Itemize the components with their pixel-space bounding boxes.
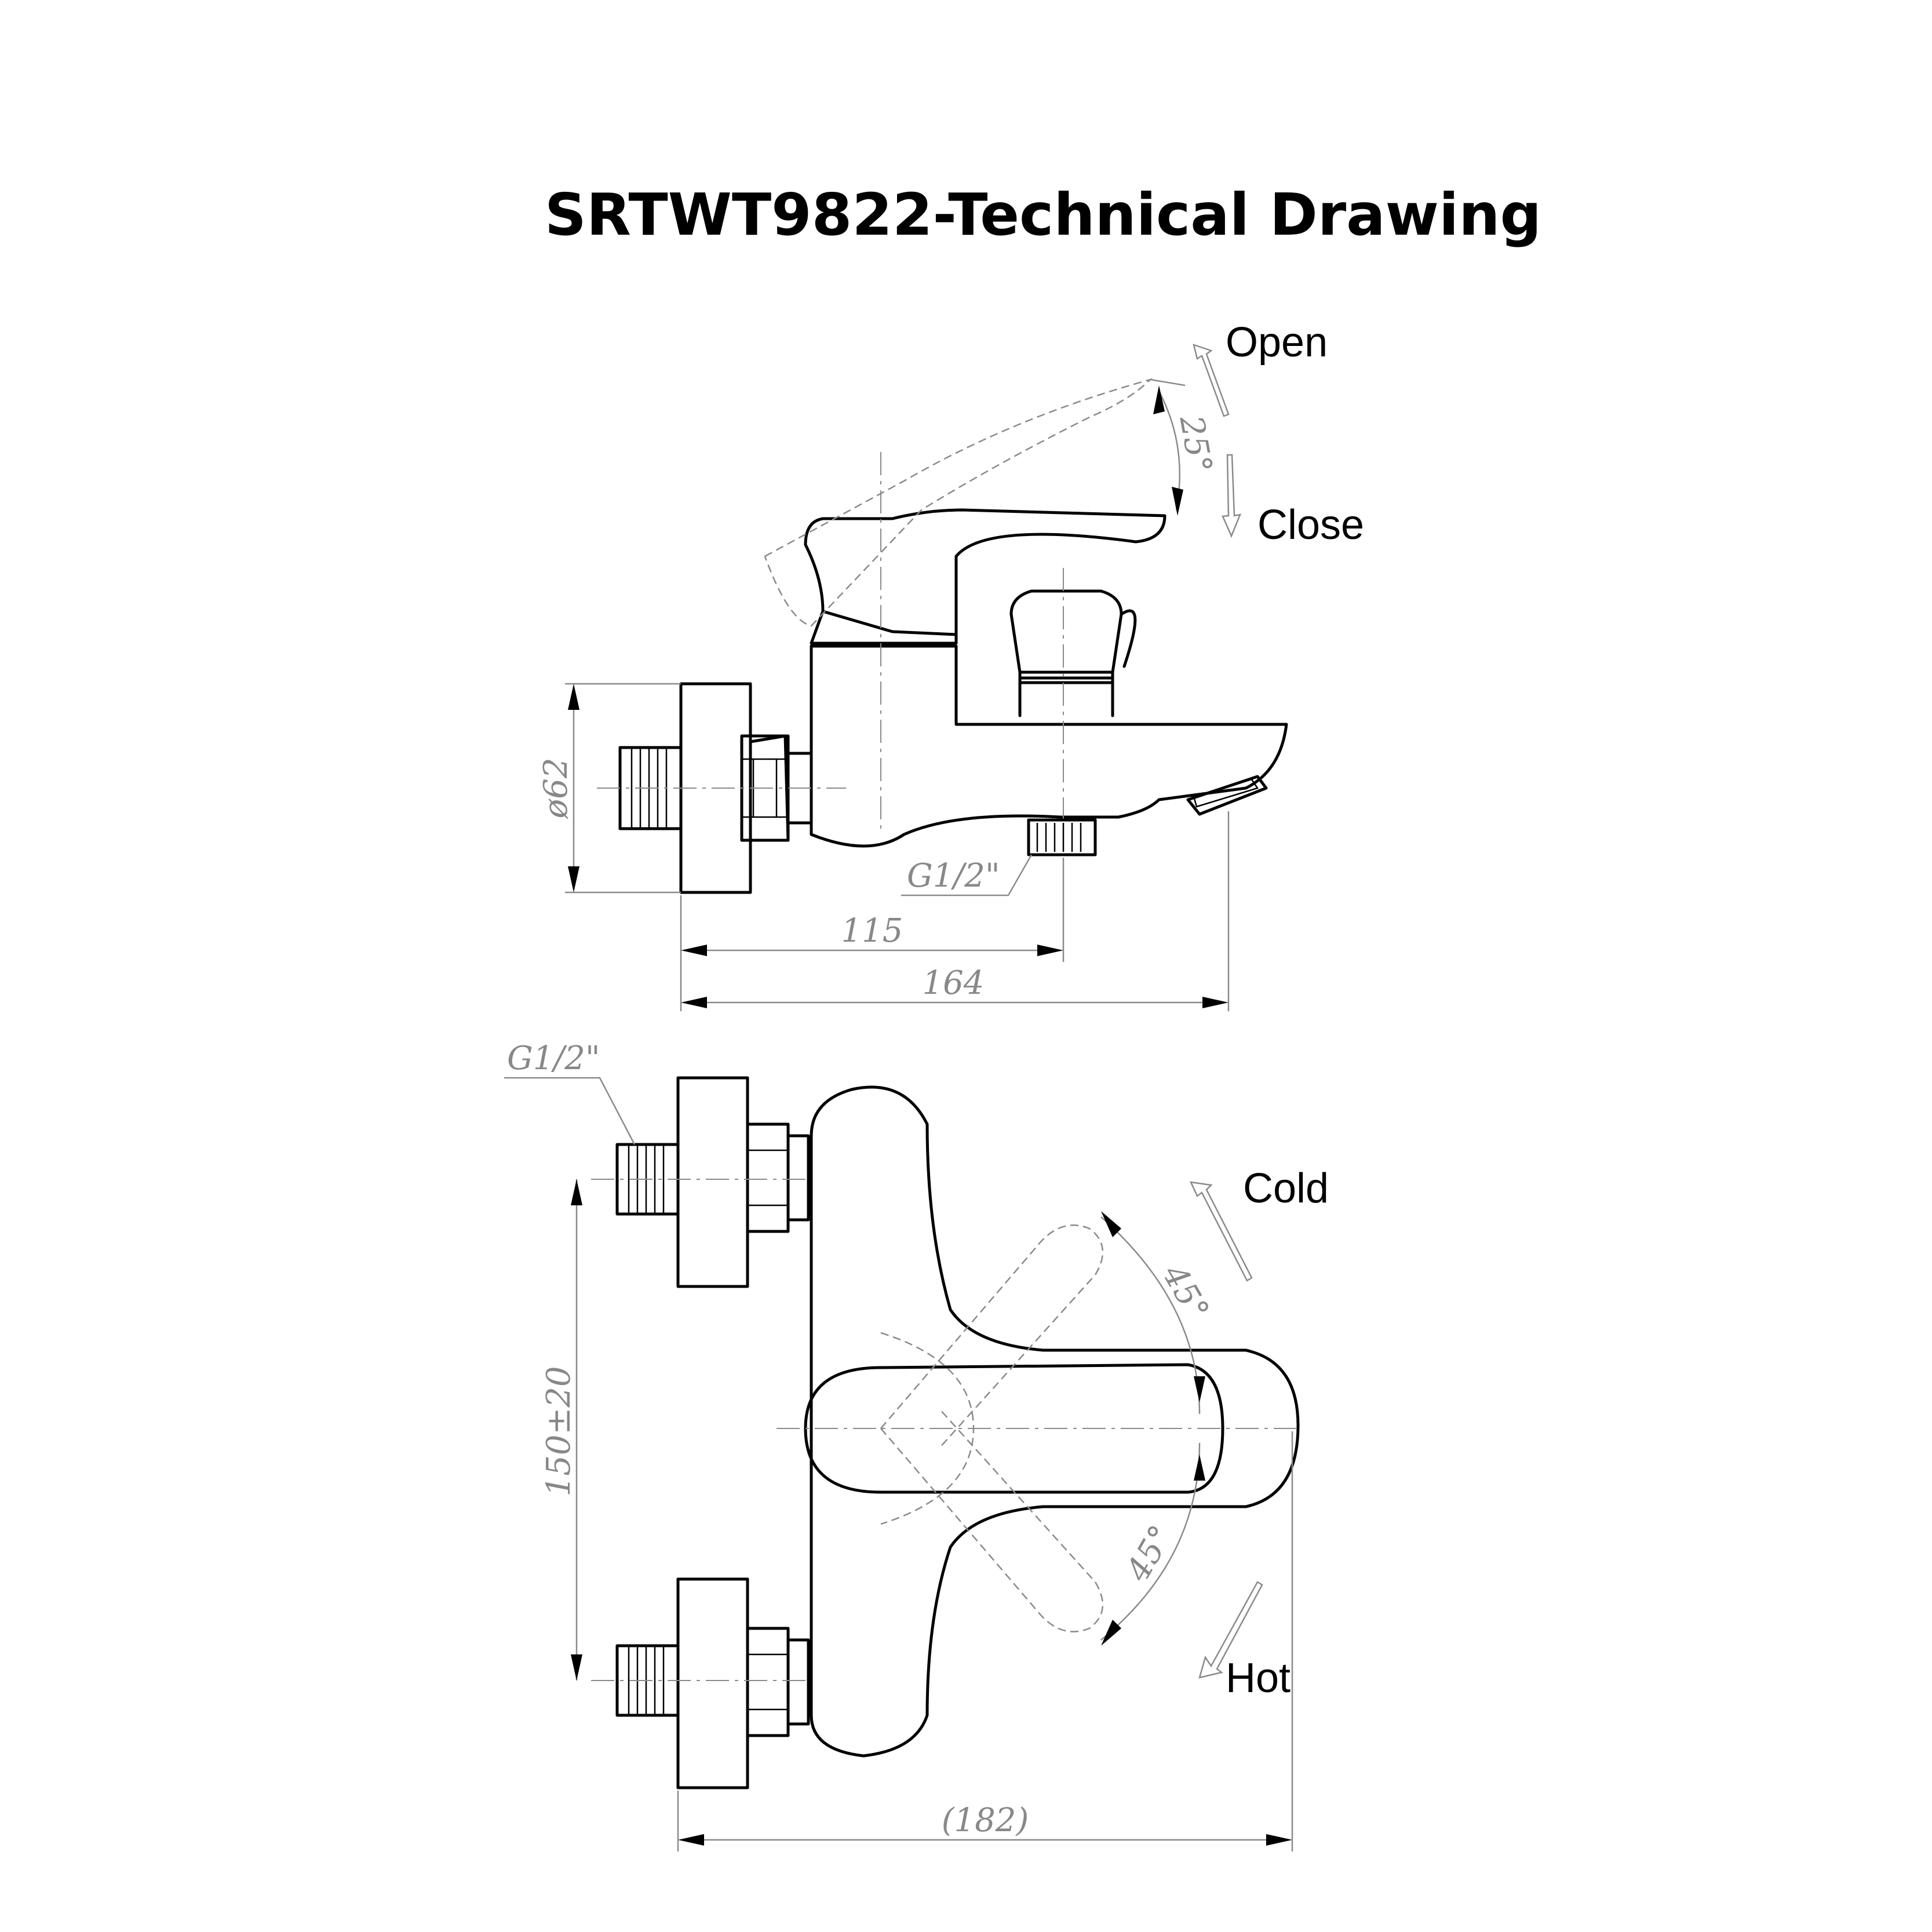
mixer-body — [810, 644, 1288, 848]
lever-under — [821, 610, 958, 636]
leader-thread-side — [901, 854, 1033, 896]
dim-length-115: 115 — [841, 912, 903, 950]
drawing-title: SRTWT9822-Technical Drawing — [545, 181, 1541, 249]
lever-handle-closed — [804, 508, 1167, 645]
dim-center-distance: 150±20 — [540, 1366, 578, 1496]
lever-handle-open — [764, 378, 1153, 627]
label-close: Close — [1257, 502, 1364, 548]
label-cold: Cold — [1243, 1165, 1329, 1212]
mixer-body-top — [810, 1085, 1300, 1758]
cold-arrow-icon — [1189, 1181, 1253, 1282]
diverter-stem — [1018, 676, 1114, 717]
dim-angle-cold: 45° — [1155, 1258, 1216, 1327]
dim-thread-top: G1/2" — [507, 1040, 600, 1077]
open-arrow-icon — [1193, 344, 1230, 417]
hot-arrow-icon — [1198, 1581, 1263, 1679]
dim-thread-side: G1/2" — [907, 857, 1000, 895]
wall-flange-lower — [676, 1577, 749, 1789]
shower-outlet-thread — [1027, 818, 1097, 856]
lever-top — [804, 1363, 1224, 1494]
label-hot: Hot — [1226, 1655, 1291, 1701]
dim-width-182: (182) — [942, 1802, 1029, 1839]
close-arrow-icon — [1222, 454, 1242, 538]
top-view: 150±20 G1/2" 45° 45° Cold Hot (182) — [504, 1040, 1329, 1851]
wall-flange-upper — [676, 1076, 749, 1288]
dim-diameter: ø62 — [537, 758, 575, 819]
hex-nut-upper — [746, 1122, 790, 1233]
hex-nut-lower — [746, 1627, 790, 1737]
dim-length-164: 164 — [923, 964, 985, 1002]
leader-thread-top — [504, 1077, 636, 1145]
lever-position-hot — [880, 1408, 1104, 1632]
side-view: ø62 G1/2" 115 164 25° Open Close — [537, 319, 1364, 1011]
label-open: Open — [1226, 319, 1328, 366]
diverter-knob — [1009, 589, 1123, 674]
diverter-cap — [1120, 609, 1137, 668]
dim-angle-hot: 45° — [1119, 1519, 1180, 1588]
lever-position-cold — [880, 1224, 1104, 1449]
